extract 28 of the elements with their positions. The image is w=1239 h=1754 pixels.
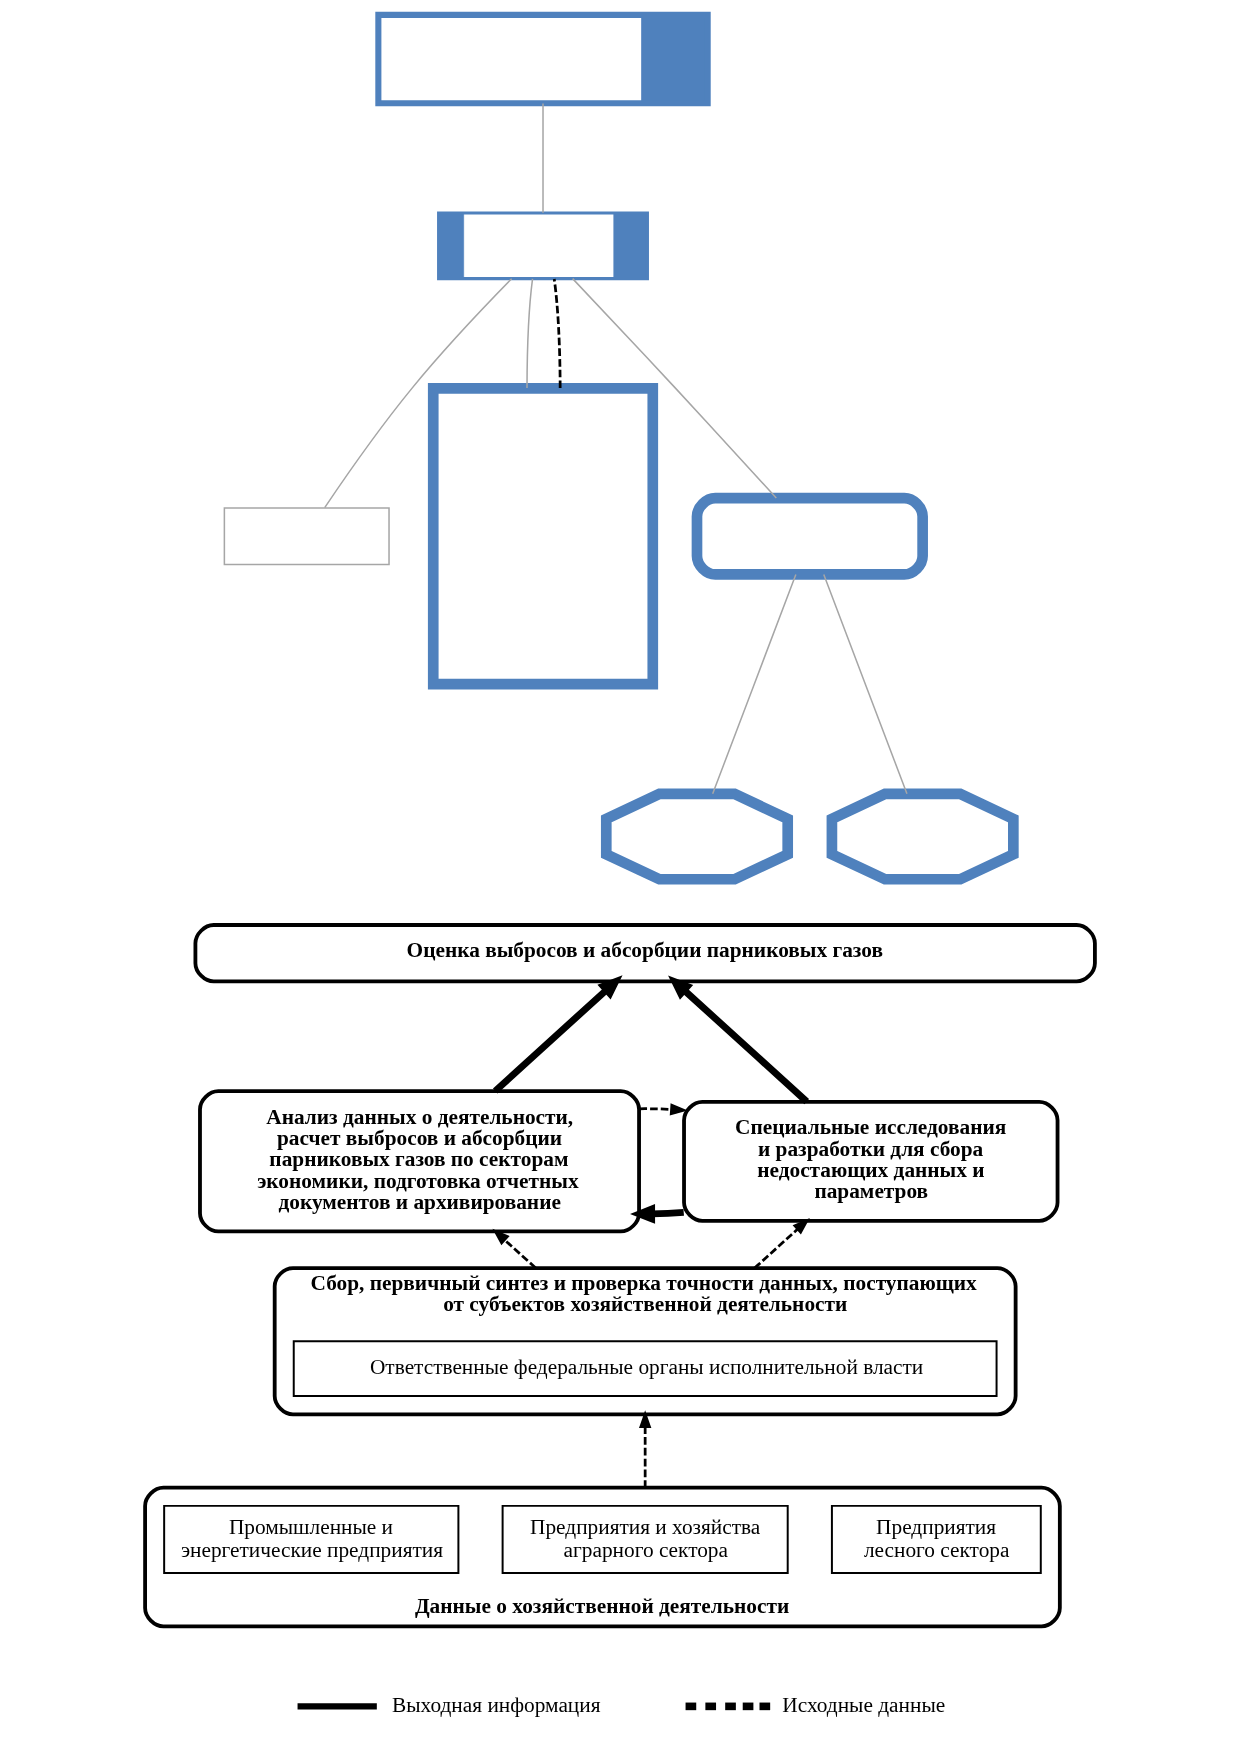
node-box: Ответственные федеральные органы исполнительной власти — [292, 1340, 998, 1398]
node-box: Специальные исследования и разработки для сбора недостающих данных и параметров — [681, 1099, 1059, 1223]
connector — [541, 102, 544, 214]
node-box: Оценка выбросов и абсорбции парниковых газов — [193, 923, 1097, 984]
node-box: Предприятия и хозяйства аграрного сектора — [501, 1504, 789, 1574]
arrow — [638, 1103, 688, 1116]
arrow — [629, 1204, 684, 1224]
node-box — [691, 492, 928, 580]
node-box: Промышленные и энергетические предприятия — [162, 1504, 459, 1574]
connector — [822, 573, 908, 795]
connector — [571, 277, 777, 499]
connector — [525, 278, 533, 389]
arrow — [491, 1228, 537, 1270]
connector — [552, 278, 562, 389]
node-box — [427, 383, 658, 690]
node-octagon — [826, 788, 1019, 885]
node-octagon — [600, 788, 793, 885]
node-box: Предприятия лесного сектора — [830, 1504, 1042, 1574]
arrow — [667, 975, 809, 1105]
connector — [711, 573, 797, 795]
node-box: Анализ данных о деятельности, расчет выбросов и абсорбции парниковых газов по секторам экономики, подготовка отчетных документов и архивирование — [197, 1089, 641, 1234]
arrow — [492, 975, 622, 1094]
arrow — [638, 1410, 651, 1488]
legend-label: Выходная информация — [391, 1693, 601, 1717]
connector — [323, 278, 512, 509]
arrow — [753, 1218, 810, 1270]
node-box — [223, 507, 390, 566]
legend-label: Исходные данные — [781, 1693, 945, 1717]
